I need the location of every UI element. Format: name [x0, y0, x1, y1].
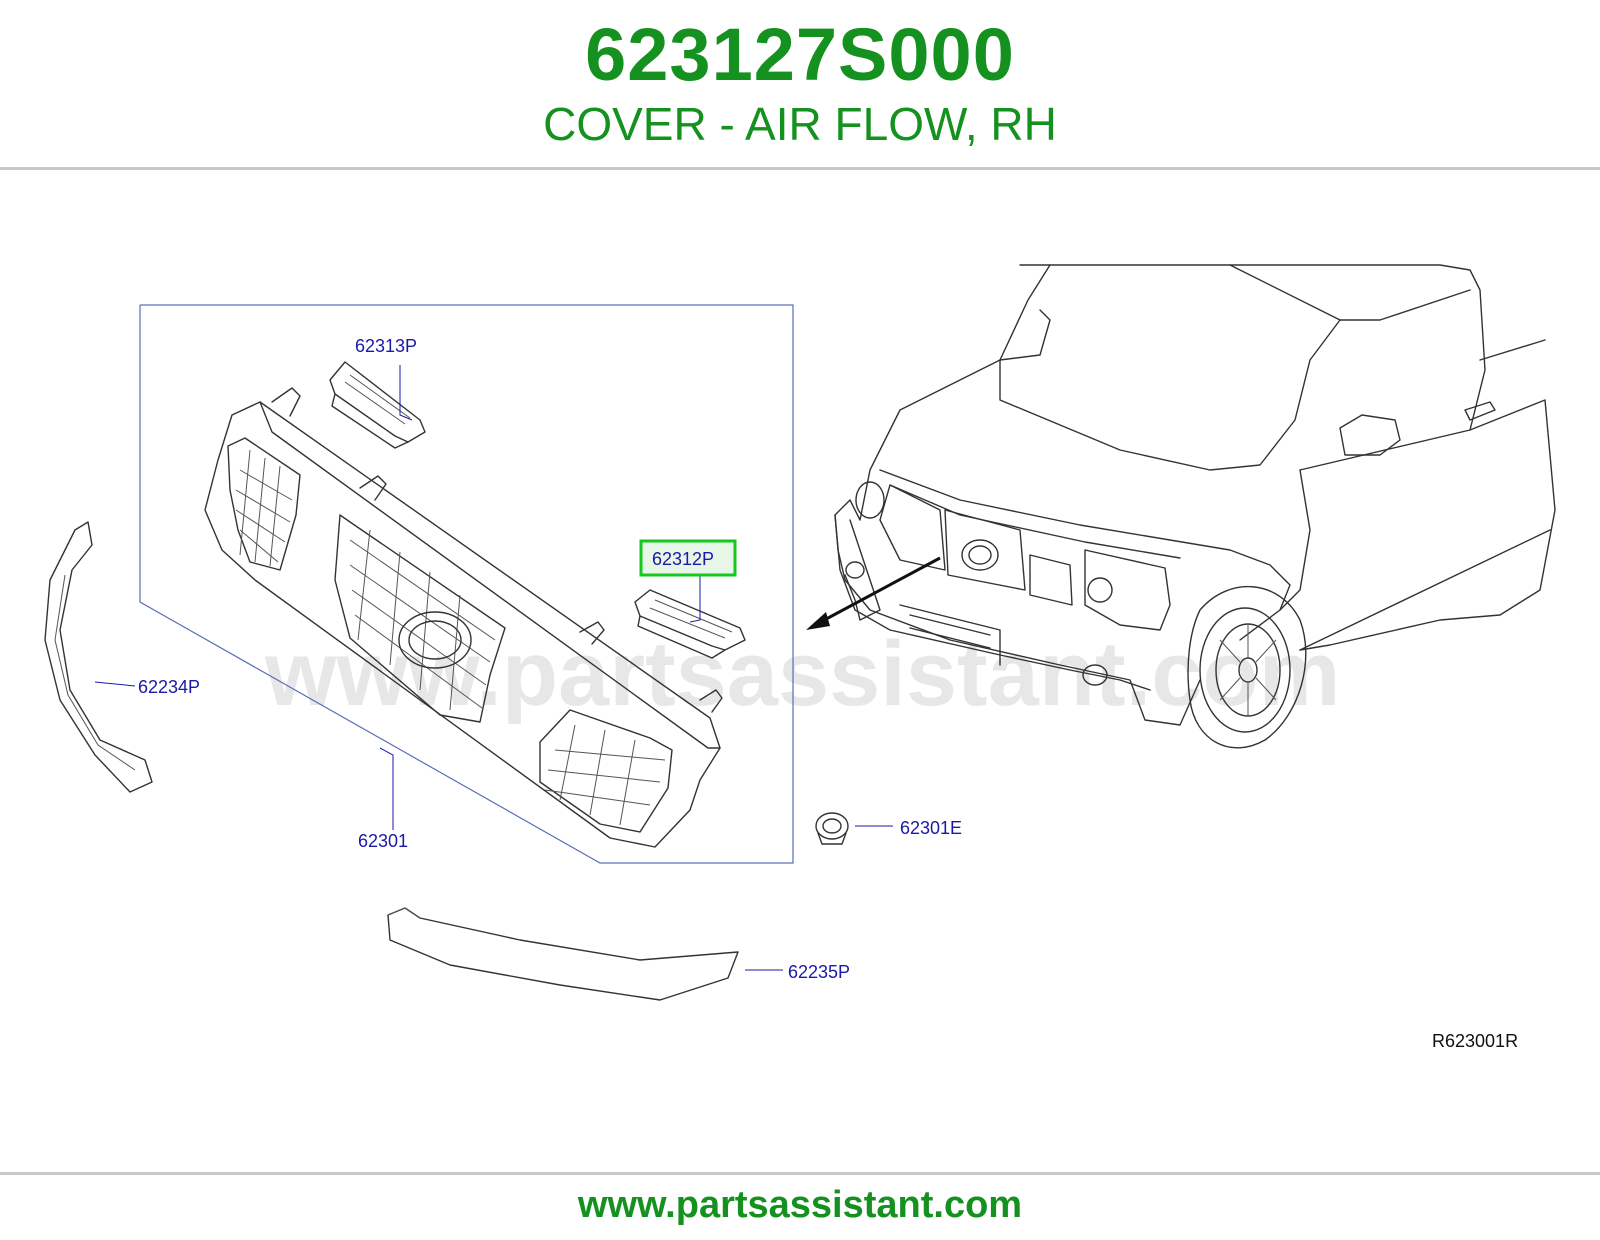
grille-drawing: [204, 387, 723, 848]
page-header: 623127S000 COVER - AIR FLOW, RH: [0, 0, 1600, 168]
callout-62312P[interactable]: 62312P: [652, 549, 714, 569]
side-trim-62234P-drawing: [44, 521, 153, 793]
grille-mesh: [235, 449, 666, 826]
clip-62301E-drawing: [815, 812, 849, 845]
bottom-divider: [0, 1172, 1600, 1175]
part-description: COVER - AIR FLOW, RH: [543, 98, 1057, 150]
part-number-title: 623127S000: [585, 13, 1015, 96]
footer-url[interactable]: www.partsassistant.com: [577, 1184, 1023, 1226]
reference-code: R623001R: [1432, 1031, 1518, 1051]
callout-62313P[interactable]: 62313P: [355, 336, 417, 356]
top-divider: [0, 167, 1600, 170]
group-frame: [139, 304, 794, 864]
watermark-text: www.partsassistant.com: [264, 623, 1340, 725]
highlight-box: [639, 539, 737, 577]
callout-62301E[interactable]: 62301E: [900, 818, 962, 838]
cover-62312P-drawing: [634, 589, 746, 659]
pointer-arrow: [806, 556, 941, 630]
callout-62234P[interactable]: 62234P: [138, 677, 200, 697]
callout-62235P[interactable]: 62235P: [788, 962, 850, 982]
callout-62301[interactable]: 62301: [358, 831, 408, 851]
cover-62313P-drawing: [329, 361, 426, 449]
parts-diagram: www.partsassistant.com: [44, 264, 1556, 1051]
truck-illustration: [834, 264, 1556, 749]
lower-trim-62235P-drawing: [387, 907, 739, 1001]
leader-lines: [94, 365, 893, 971]
